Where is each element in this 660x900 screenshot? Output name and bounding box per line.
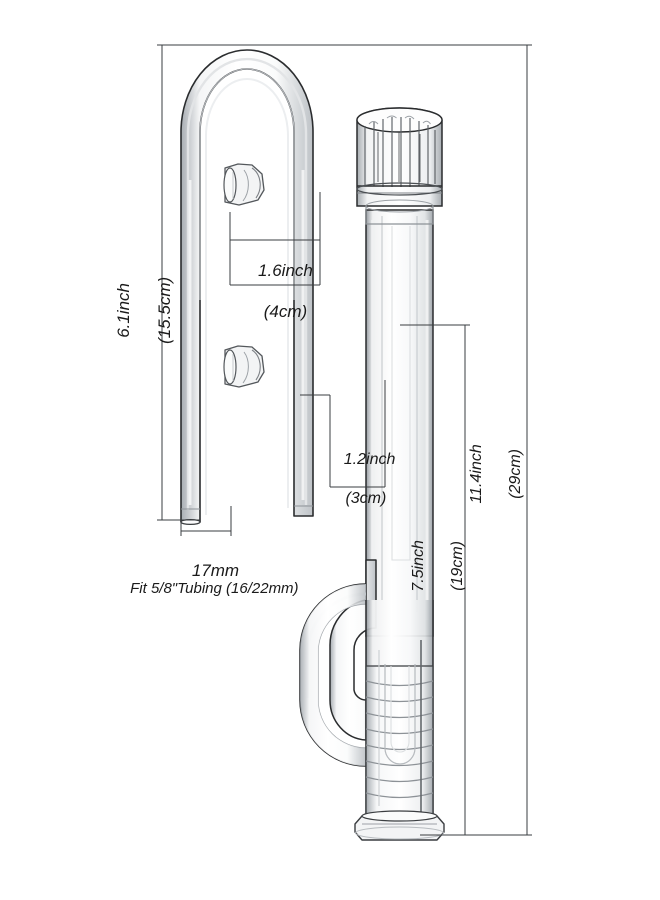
dim-ticks-17mm	[180, 506, 232, 536]
tubing-fit-note: Fit 5/8"Tubing (16/22mm)	[96, 562, 316, 617]
dim-ticks-7p5inch	[460, 324, 470, 836]
ext-lines-1p6inch	[229, 192, 321, 240]
flared-foot	[354, 810, 445, 841]
ribbed-strainer	[365, 640, 434, 816]
surface-skimmer-inflow	[299, 107, 445, 841]
dim-label-7p5inch-primary: 7.5inch	[409, 540, 427, 592]
dim-label-1p2inch-secondary: (3cm)	[345, 489, 387, 507]
dim-label-17mm-primary: 17mm	[191, 560, 240, 580]
dim-label-1p6inch-primary: 1.6inch	[258, 260, 313, 280]
dim-label-6p1inch-primary: 6.1inch	[113, 282, 133, 338]
dim-ticks-11p4inch	[522, 44, 532, 836]
lily-pipe-outflow	[180, 49, 314, 526]
dim-label-1p6inch-secondary: (4cm)	[263, 302, 308, 322]
dim-label-1p2inch: 1.2inch (3cm)	[326, 430, 396, 528]
dimension-lines	[157, 44, 532, 836]
suction-cup-holder-upper	[223, 163, 265, 206]
dim-label-7p5inch-secondary: (19cm)	[448, 541, 466, 591]
dim-label-6p1inch: 6.1inch (15.5cm)	[93, 260, 197, 380]
dim-label-11p4inch-primary: 11.4inch	[467, 444, 485, 504]
dim-label-11p4inch-secondary: (29cm)	[506, 449, 524, 499]
dim-label-1p6inch: 1.6inch (4cm)	[228, 240, 324, 344]
suction-cup-holder-lower	[223, 345, 265, 388]
dim-label-17mm: 17mm	[158, 540, 254, 602]
tubing-fit-note-text: Fit 5/8"Tubing (16/22mm)	[130, 580, 299, 598]
dim-label-1p2inch-primary: 1.2inch	[343, 450, 396, 468]
ext-sides-1p6inch	[229, 240, 321, 285]
dim-label-11p4inch: 11.4inch (29cm)	[447, 419, 545, 547]
fluted-skimmer-cap	[356, 107, 443, 225]
dim-label-6p1inch-secondary: (15.5cm)	[155, 276, 175, 344]
